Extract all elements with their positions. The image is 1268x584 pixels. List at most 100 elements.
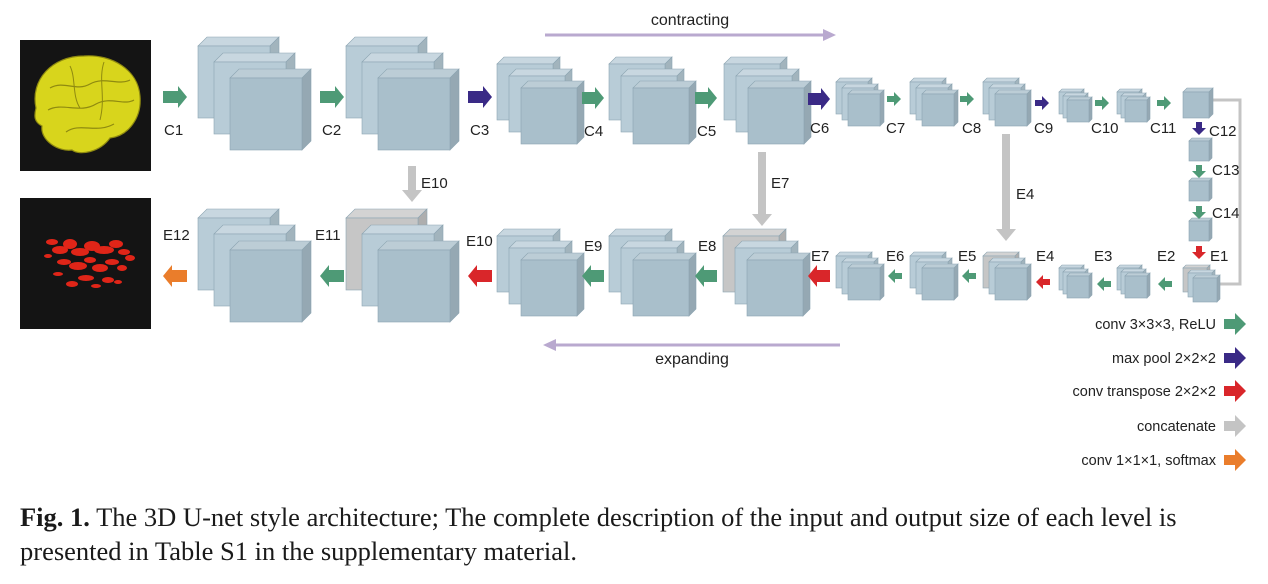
arrow-e2-conv [1158, 277, 1172, 291]
label-e12: E12 [163, 227, 190, 244]
label-c7: C7 [886, 120, 905, 137]
arrow-e9-conv [582, 265, 604, 287]
label-c5: C5 [697, 123, 716, 140]
block-e11 [345, 208, 460, 323]
arrow-e11-conv [320, 265, 344, 287]
arrow-c13-conv [1192, 165, 1206, 178]
label-skip-e7: E7 [771, 175, 789, 192]
label-e1: E1 [1210, 248, 1228, 265]
arrow-e8-conv [695, 265, 717, 287]
label-c11: C11 [1150, 120, 1176, 137]
arrow-e7-transpose [808, 265, 830, 287]
arrow-c7-conv [887, 92, 901, 106]
label-e4: E4 [1036, 248, 1054, 265]
arrow-e12-softmax [163, 265, 187, 287]
label-c8: C8 [962, 120, 981, 137]
arrow-e3-conv [1097, 277, 1111, 291]
block-c9 [1058, 88, 1093, 123]
contracting-arrow-head [823, 29, 836, 41]
legend-item: conv 3×3×3, ReLU [1095, 313, 1246, 335]
label-c2: C2 [322, 122, 341, 139]
arrow-c14-conv [1192, 206, 1206, 219]
label-c1: C1 [164, 122, 183, 139]
legend-arrow-icon [1224, 313, 1246, 335]
block-e8 [722, 228, 811, 317]
segmentation-image [44, 239, 135, 288]
block-c13 [1188, 177, 1213, 202]
block-c2 [345, 36, 460, 151]
legend-arrow-icon [1224, 347, 1246, 369]
label-c3: C3 [470, 122, 489, 139]
block-e6 [909, 251, 959, 301]
arrow-c12-pool [1192, 122, 1206, 135]
brain-image [34, 55, 141, 154]
arrow-c6-pool [808, 88, 830, 110]
block-c3 [496, 56, 585, 145]
label-skip-e4: E4 [1016, 186, 1034, 203]
label-c14: C14 [1212, 205, 1240, 222]
label-e9: E9 [584, 238, 602, 255]
caption-prefix: Fig. 1. [20, 502, 90, 532]
label-c4: C4 [584, 123, 603, 140]
expanding-label: expanding [655, 351, 729, 368]
label-c9: C9 [1034, 120, 1053, 137]
block-c4 [608, 56, 697, 145]
label-skip-e10: E10 [421, 175, 448, 192]
label-e3: E3 [1094, 248, 1112, 265]
block-c11 [1182, 87, 1214, 119]
label-c12: C12 [1209, 123, 1237, 140]
label-c13: C13 [1212, 162, 1240, 179]
label-e2: E2 [1157, 248, 1175, 265]
legend-item: concatenate [1137, 415, 1246, 437]
skip-arrow-e7 [752, 152, 772, 226]
block-e5 [982, 251, 1032, 301]
figure-caption: Fig. 1. The 3D U-net style architecture;… [20, 500, 1255, 568]
arrow-c8-conv [960, 92, 974, 106]
legend-item: conv transpose 2×2×2 [1073, 380, 1246, 402]
caption-text: The 3D U-net style architecture; The com… [20, 502, 1177, 566]
arrow-c1-conv [163, 86, 187, 108]
legend-label: max pool 2×2×2 [1112, 351, 1216, 367]
label-e7: E7 [811, 248, 829, 265]
legend-item: conv 1×1×1, softmax [1081, 449, 1246, 471]
block-e9 [608, 228, 697, 317]
legend-arrow-icon [1224, 415, 1246, 437]
skip-arrow-e4 [996, 134, 1016, 241]
block-e12 [197, 208, 312, 323]
block-c1 [197, 36, 312, 151]
block-c8 [982, 77, 1032, 127]
arrow-e5-conv [962, 269, 976, 283]
block-c7 [909, 77, 959, 127]
block-e3 [1116, 264, 1151, 299]
arrow-c9-pool [1035, 96, 1049, 110]
block-c5 [723, 56, 812, 145]
arrow-c3-pool [468, 86, 492, 108]
contracting-label: contracting [651, 12, 729, 29]
legend-label: concatenate [1137, 419, 1216, 435]
arrow-e6-conv [888, 269, 902, 283]
label-c10: C10 [1091, 120, 1119, 137]
arrow-c11-conv [1157, 96, 1171, 110]
block-e4 [1058, 264, 1093, 299]
label-e8: E8 [698, 238, 716, 255]
legend-item: max pool 2×2×2 [1112, 347, 1246, 369]
label-e6: E6 [886, 248, 904, 265]
block-c6 [835, 77, 885, 127]
arrow-c10-conv [1095, 96, 1109, 110]
block-e10 [496, 228, 585, 317]
arrow-e10-transpose [468, 265, 492, 287]
label-e5: E5 [958, 248, 976, 265]
block-c14 [1188, 217, 1213, 242]
label-e10: E10 [466, 233, 493, 250]
bottleneck-connector-line [1213, 98, 1242, 286]
legend-label: conv 1×1×1, softmax [1081, 453, 1216, 469]
legend-arrow-icon [1224, 380, 1246, 402]
label-c6: C6 [810, 120, 829, 137]
legend-label: conv transpose 2×2×2 [1073, 384, 1217, 400]
block-e7 [835, 251, 885, 301]
arrow-e4-transpose [1036, 275, 1050, 289]
skip-arrow-e10 [402, 166, 422, 202]
arrow-e1-transpose [1192, 246, 1206, 259]
block-c10 [1116, 88, 1151, 123]
